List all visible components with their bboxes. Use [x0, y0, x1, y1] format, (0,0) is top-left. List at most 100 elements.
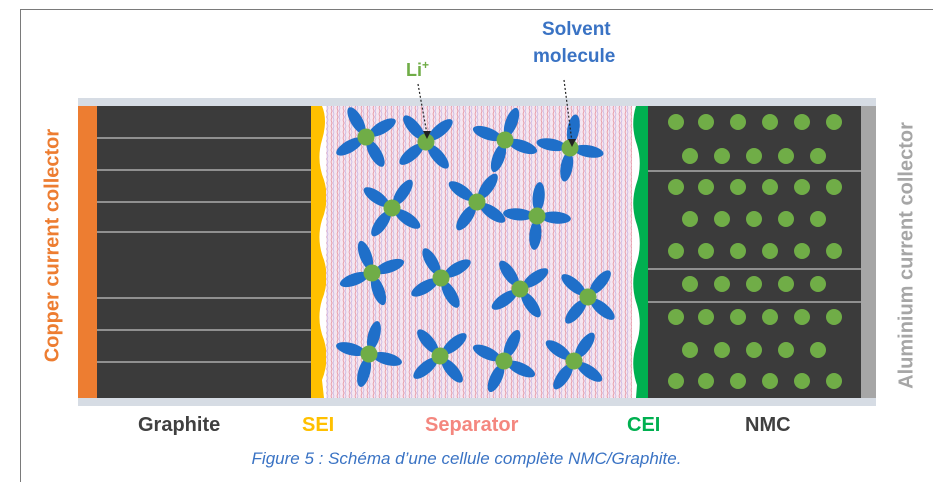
nmc-particle [682, 211, 698, 227]
solvent-molecule [448, 173, 506, 231]
molecule-lobe [357, 357, 372, 387]
li-ion [511, 280, 529, 298]
molecule-lobe [357, 240, 374, 270]
nmc-particle [668, 309, 684, 325]
solvent-molecule [411, 248, 471, 308]
solvent-molecule [536, 114, 604, 182]
nmc-particle [762, 179, 778, 195]
molecule-lobe [417, 329, 439, 354]
aluminium-collector-label: Aluminium current collector [895, 122, 918, 389]
nmc-particle [778, 211, 794, 227]
frame-left-border [20, 9, 21, 482]
molecule-lobe [589, 270, 611, 295]
molecule-lobe [574, 332, 595, 359]
sei-layer [311, 106, 327, 398]
solvent-molecule [399, 115, 453, 169]
separator-label: Separator [425, 414, 519, 436]
nmc-particle [682, 276, 698, 292]
nmc-particle [826, 179, 842, 195]
molecule-lobe [422, 248, 441, 275]
nmc-particle [714, 276, 730, 292]
solvent-molecule [503, 182, 571, 250]
nmc-particle [762, 373, 778, 389]
solvent-label-line1: Solvent [542, 19, 611, 40]
molecule-lobe [375, 258, 405, 275]
solvent-arrow [563, 79, 573, 143]
molecule-lobe [472, 125, 502, 142]
nmc-particle [746, 211, 762, 227]
solvent-molecule [545, 332, 603, 390]
molecule-lobe [456, 204, 477, 231]
molecule-lobe [479, 202, 506, 223]
molecule-lobe [413, 357, 438, 379]
molecule-lobe [520, 291, 541, 318]
solvent-molecule [339, 240, 405, 306]
li-ion [496, 131, 514, 149]
nmc-particle [668, 114, 684, 130]
molecule-lobe [503, 208, 534, 221]
nmc-particle [730, 114, 746, 130]
li-ion [561, 139, 579, 157]
casing-top [78, 98, 876, 106]
molecule-lobe [522, 268, 549, 289]
li-ion [432, 269, 450, 287]
solvent-molecule [363, 179, 421, 237]
molecule-lobe [560, 151, 574, 182]
molecule-lobe [411, 278, 438, 297]
aluminium-current-collector [861, 106, 876, 398]
solvent-label-line2: molecule [533, 46, 615, 67]
molecule-lobe [532, 182, 545, 213]
molecule-lobe [590, 298, 615, 320]
molecule-lobe [441, 281, 460, 308]
molecule-lobe [371, 210, 392, 237]
molecule-lobe [448, 181, 475, 202]
nmc-particle [762, 309, 778, 325]
molecule-lobe [442, 333, 467, 355]
nmc-particle [682, 342, 698, 358]
molecule-lobe [472, 344, 501, 362]
nmc-particle [794, 114, 810, 130]
molecule-lobe [366, 321, 381, 351]
molecule-lobe [403, 115, 425, 140]
molecule-lobe [553, 363, 574, 390]
nmc-particle [794, 309, 810, 325]
nmc-particle [778, 148, 794, 164]
solvent-molecule [336, 107, 396, 167]
nmc-label: NMC [745, 414, 791, 436]
li-ion [468, 193, 486, 211]
solvent-molecule [561, 270, 615, 324]
casing-bottom [78, 398, 876, 406]
nmc-particle [746, 148, 762, 164]
nmc-particle [810, 342, 826, 358]
nmc-particle [778, 276, 794, 292]
molecule-lobe [366, 140, 385, 167]
nmc-particle [810, 148, 826, 164]
solvent-molecule [336, 321, 402, 387]
frame-top-border [20, 9, 933, 10]
nmc-particle [794, 243, 810, 259]
nmc-particle [746, 276, 762, 292]
molecule-lobe [576, 361, 603, 382]
nmc-layers [648, 170, 861, 303]
nmc-particle [730, 179, 746, 195]
molecule-lobe [487, 364, 505, 393]
graphite-electrode [97, 106, 311, 398]
molecule-lobe [499, 260, 520, 287]
nmc-particle [762, 114, 778, 130]
molecule-lobe [363, 187, 390, 208]
nmc-particle [668, 243, 684, 259]
nmc-particle [698, 373, 714, 389]
molecule-lobe [428, 119, 453, 141]
nmc-particles [668, 114, 842, 389]
molecule-lobe [529, 219, 542, 250]
copper-current-collector [78, 106, 97, 398]
nmc-particle [698, 179, 714, 195]
molecule-lobe [536, 138, 567, 152]
molecule-lobe [565, 299, 587, 324]
nmc-particle [698, 114, 714, 130]
nmc-particle [698, 243, 714, 259]
solvent-molecule [491, 260, 549, 318]
nmc-particle [826, 243, 842, 259]
figure-caption: Figure 5 : Schéma d’une cellule complète… [251, 449, 682, 468]
sei-label: SEI [302, 414, 335, 436]
